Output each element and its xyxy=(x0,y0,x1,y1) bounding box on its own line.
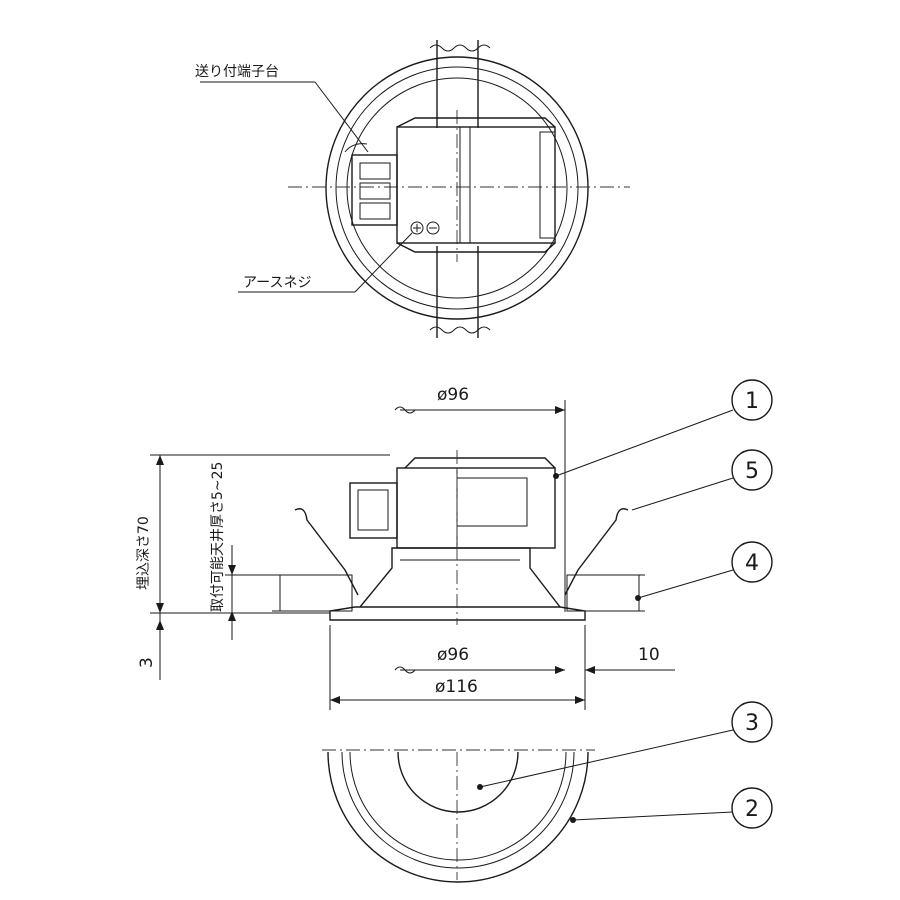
lens-circle xyxy=(397,751,519,813)
dim-cutout-diameter: ø96 xyxy=(437,645,469,665)
callout-3 xyxy=(731,701,773,743)
callouts: 1 5 4 3 2 xyxy=(479,379,773,829)
spring-left xyxy=(294,508,359,596)
dim-top-diameter: ø96 xyxy=(437,385,469,405)
ground-screw-label: アースネジ xyxy=(243,275,311,291)
fixture-body xyxy=(396,467,556,549)
callout-3-number: 3 xyxy=(745,711,759,736)
callout-4 xyxy=(731,541,773,583)
callout-1-number: 1 xyxy=(745,389,759,414)
dim-flange-offset: 10 xyxy=(638,645,660,665)
callout-2-number: 2 xyxy=(745,797,759,822)
spring-right xyxy=(564,508,629,596)
dim-flange-height: 3 xyxy=(137,657,157,668)
ground-screw-icon xyxy=(410,221,424,235)
callout-5-number: 5 xyxy=(745,459,759,484)
power-box xyxy=(396,126,556,244)
callout-1 xyxy=(731,379,773,421)
outer-ring-circle xyxy=(325,56,589,320)
bottom-view xyxy=(322,749,595,883)
callout-2 xyxy=(731,787,773,829)
ceiling-thickness-label: 取付可能天井厚さ5~25 xyxy=(210,462,226,612)
side-view: ø96 ø96 ø116 10 埋込深さ70 取付可能天井厚さ5~25 3 xyxy=(136,385,675,710)
terminal-block-label: 送り付端子台 xyxy=(195,64,279,80)
embed-depth-label: 埋込深さ70 xyxy=(136,516,152,590)
top-view: 送り付端子台 アースネジ xyxy=(195,40,630,338)
terminal-block xyxy=(351,154,398,226)
flange xyxy=(329,606,586,621)
dim-flange-diameter: ø116 xyxy=(435,677,478,697)
callout-5 xyxy=(731,449,773,491)
callout-4-number: 4 xyxy=(745,551,759,576)
